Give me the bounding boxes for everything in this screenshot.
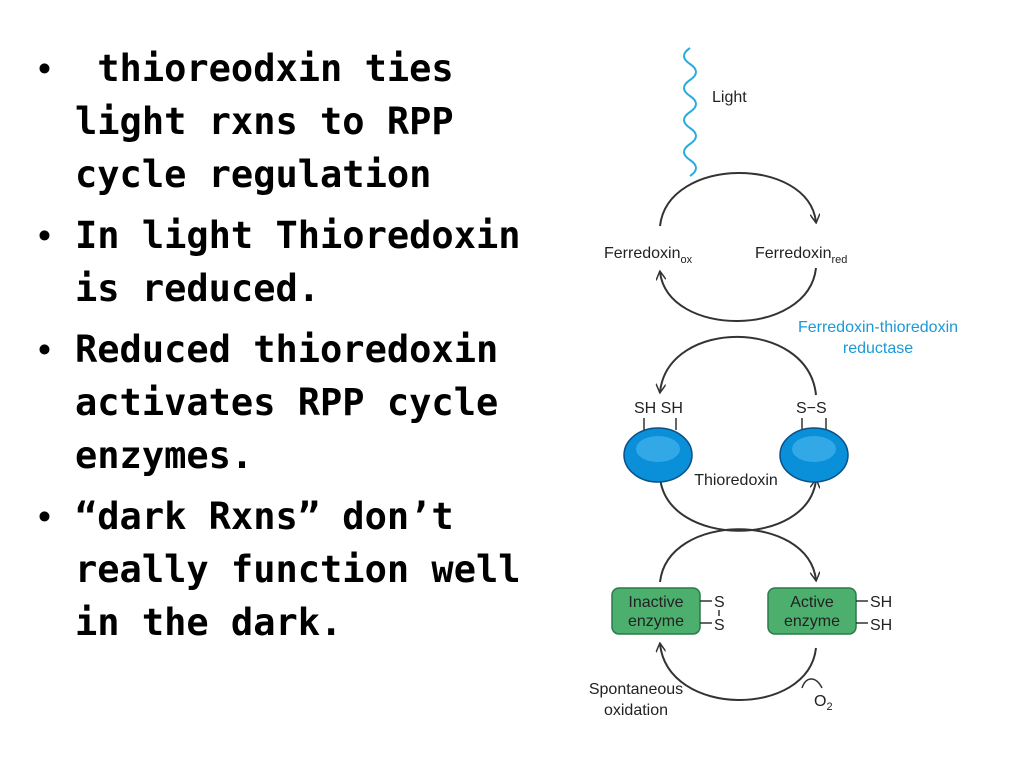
inactive-enzyme-label-line2: enzyme [628,613,684,630]
light-wave-icon [683,47,697,177]
bullet-text: thioreodxin ties light rxns to RPP cycle… [75,47,476,196]
bullet-marker: • [38,496,51,537]
bullet-text: “dark Rxns” don’t really function well i… [75,495,543,644]
thioredoxin-label: Thioredoxin [694,472,778,489]
thioredoxin-cycle-bottom-arc [659,478,816,532]
bullet-marker: • [38,215,51,256]
bullet-text: In light Thioredoxin is reduced. [75,214,543,310]
ferredoxin-cycle-bottom-arc [660,267,817,322]
thioredoxin-pathway-diagram: Light Ferredoxinox Ferredoxinred Ferredo… [589,47,958,719]
active-enzyme-label-line1: Active [790,594,834,611]
enzyme-cycle-bottom-arc [660,644,817,701]
inactive-enzyme-label-line1: Inactive [628,594,683,611]
reductase-label-line2: reductase [843,340,913,357]
active-enzyme-label-line2: enzyme [784,613,840,630]
bullet-text: Reduced thioredoxin activates RPP cycle … [75,328,521,477]
ferredoxin-red-label: Ferredoxinred [755,245,847,266]
oxidized-thioredoxin-highlight [792,436,836,462]
ferredoxin-cycle-top-arc [659,172,816,227]
active-sh-top: SH [870,594,892,611]
inactive-s-bottom: S [714,617,725,634]
o2-label: O2 [814,693,833,713]
oxygen-connector [801,678,823,689]
bullet-marker: • [38,48,51,89]
reductase-label-line1: Ferredoxin-thioredoxin [798,319,958,336]
thioredoxin-cycle-top-arc [660,335,817,396]
ferredoxin-ox-label: Ferredoxinox [604,245,693,266]
light-label: Light [712,89,747,106]
bullet-item: • “dark Rxns” don’t really function well… [38,490,558,649]
bullet-item: • In light Thioredoxin is reduced. [38,209,558,315]
s-s-label: S−S [796,400,827,417]
active-enzyme-box [767,587,857,635]
spontaneous-label-line2: oxidation [604,702,668,719]
bullet-item: • Reduced thioredoxin activates RPP cycl… [38,323,558,482]
enzyme-cycle-top-arc [659,528,816,582]
active-sh-bottom: SH [870,617,892,634]
reduced-thioredoxin-highlight [636,436,680,462]
bullet-item: • thioreodxin ties light rxns to RPP cyc… [38,42,558,201]
spontaneous-label-line1: Spontaneous [589,681,683,698]
bullet-list: • thioreodxin ties light rxns to RPP cyc… [38,42,558,657]
sh-sh-label: SH SH [634,400,683,417]
bullet-marker: • [38,329,51,370]
inactive-enzyme-box [611,587,701,635]
inactive-s-top: S [714,594,725,611]
